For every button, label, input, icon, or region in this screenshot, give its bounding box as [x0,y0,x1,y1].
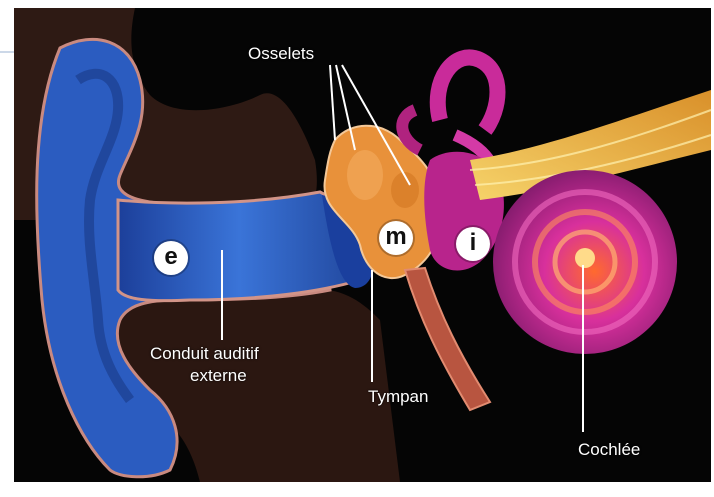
label-cochlea: Cochlée [578,440,640,460]
ear-canal [118,192,360,301]
label-eardrum: Tympan [368,387,428,407]
label-ear-canal-line2: externe [190,366,247,386]
badge-inner-ear: i [456,227,490,261]
badge-middle-ear: m [379,221,413,255]
cochlea [493,170,677,354]
badge-outer-ear: e [154,241,188,275]
label-ear-canal-line1: Conduit auditif [150,344,259,364]
label-ossicles: Osselets [248,44,314,64]
